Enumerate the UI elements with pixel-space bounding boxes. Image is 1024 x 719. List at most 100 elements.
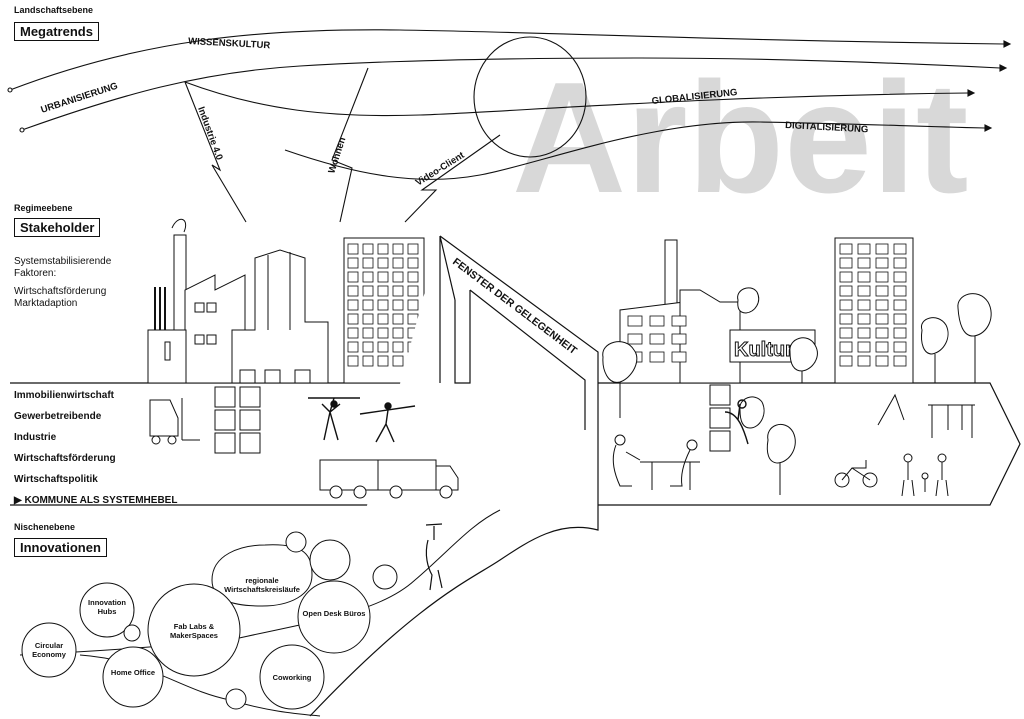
building-window (649, 333, 665, 345)
innovationen-box: Innovationen (14, 538, 107, 557)
tower-window (362, 299, 374, 311)
tower-window (362, 271, 374, 283)
trend-junction-circle (473, 36, 587, 158)
label-regional: regionale Wirtschaftskreisläufe (224, 576, 300, 594)
tower-window (392, 285, 404, 297)
tower-window (377, 243, 389, 255)
stakeholder-item: Wirtschaftsförderung (14, 453, 116, 464)
apartment-window (893, 313, 907, 325)
tower-window (347, 271, 359, 283)
watermark-text: Arbeit (512, 50, 969, 226)
stakeholder-item: Gewerbetreibende (14, 411, 102, 422)
tower-window (407, 313, 419, 325)
tower-window (347, 341, 359, 353)
city-windows (627, 243, 907, 367)
innovation-bubbles (21, 531, 398, 710)
apartment-window (893, 243, 907, 255)
head-stems (619, 336, 976, 495)
kultur-sign: Kultur (734, 339, 793, 361)
channel-line-wohnen (331, 67, 369, 223)
tower-window (407, 257, 419, 269)
bubble-coworking (259, 644, 325, 710)
regime-level-label: Regimeebene (14, 203, 73, 213)
apartment-window (875, 299, 889, 311)
tower-window (347, 257, 359, 269)
crate (239, 432, 261, 454)
apartment-window (857, 341, 871, 353)
building-window (671, 315, 687, 327)
niche-level-label: Nischenebene (14, 522, 76, 532)
label-circular: Circular Economy (32, 641, 66, 659)
right-scene (612, 393, 975, 497)
apartment-window (857, 327, 871, 339)
apartment-window (857, 243, 871, 255)
tower-window (377, 341, 389, 353)
crate (214, 386, 236, 408)
trend-label-wissenskultur: WISSENSKULTUR (188, 36, 271, 51)
crate (709, 430, 731, 452)
apartment-window (839, 313, 853, 325)
lever-label: ▶ KOMMUNE ALS SYSTEMHEBEL (14, 495, 178, 506)
tower-window (347, 285, 359, 297)
tower-window (347, 299, 359, 311)
apartment-window (857, 271, 871, 283)
crate (709, 384, 731, 406)
apartment-window (857, 313, 871, 325)
apartment-window (875, 271, 889, 283)
channel-lines (184, 67, 501, 223)
walking-figure (425, 523, 443, 591)
channel-line-industrie (184, 81, 247, 223)
tower-window (392, 313, 404, 325)
channel-label-wohnen: Wohnen (326, 136, 348, 175)
apartment-window (875, 257, 889, 269)
tower-window (362, 327, 374, 339)
forklift (149, 398, 200, 445)
trend-line-wissenskultur (9, 29, 1005, 91)
tower-window (347, 313, 359, 325)
tower-window (362, 355, 374, 367)
trend-line-globalisierung (184, 81, 969, 117)
apartment-window (893, 355, 907, 367)
city-right (619, 237, 914, 384)
tower-window (407, 299, 419, 311)
channel-label-industrie: Industrie 4.0 (195, 105, 224, 161)
apartment-window (875, 243, 889, 255)
bubble-opendesk (297, 580, 371, 654)
apartment-window (839, 327, 853, 339)
tower-window (377, 257, 389, 269)
crate (709, 407, 731, 429)
apartment-window (857, 299, 871, 311)
tower-window (377, 299, 389, 311)
tower-window (377, 327, 389, 339)
tower-windows (347, 243, 419, 367)
apartment-window (893, 299, 907, 311)
apartment-window (893, 257, 907, 269)
apartment-window (875, 285, 889, 297)
tower-window (392, 355, 404, 367)
bubble-hubs (79, 582, 135, 638)
apartment-window (893, 271, 907, 283)
bubble-circular (21, 622, 77, 678)
crate (214, 409, 236, 431)
tower-window (362, 313, 374, 325)
trend-line-urbanisierung (21, 57, 1001, 131)
channel-line-video (404, 134, 501, 223)
apartment-window (839, 355, 853, 367)
tower-window (392, 299, 404, 311)
building-window (627, 333, 643, 345)
tower-window (392, 243, 404, 255)
tower-window (347, 327, 359, 339)
trend-label-digitalisierung: DIGITALISIERUNG (785, 120, 869, 135)
crate (239, 386, 261, 408)
apartment-window (893, 327, 907, 339)
factor-item: Marktadaption (14, 298, 78, 309)
megatrends-box: Megatrends (14, 22, 99, 41)
tower-window (377, 271, 389, 283)
factor-item: Wirtschaftsförderung (14, 286, 107, 297)
stakeholder-item: Immobilienwirtschaft (14, 390, 115, 401)
tower-window (362, 285, 374, 297)
worker-figures (308, 397, 749, 445)
stakeholder-item: Industrie (14, 432, 57, 443)
tower-window (347, 243, 359, 255)
